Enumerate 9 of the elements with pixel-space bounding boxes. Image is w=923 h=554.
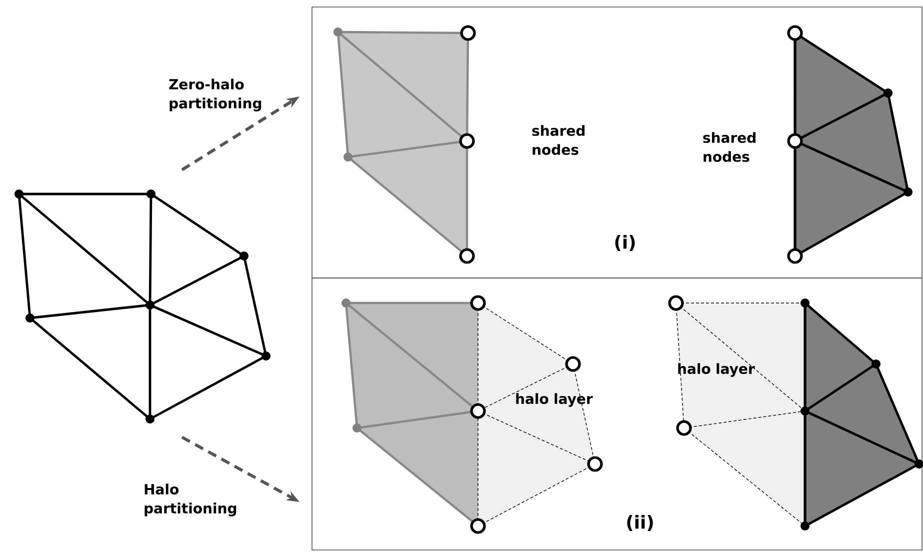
annotation-label: halo layer (516, 393, 593, 407)
annotation-label: shared nodes (532, 125, 585, 155)
panel-label: (ii) (627, 514, 653, 532)
edge-label: Halo partitioning (144, 484, 236, 516)
panel-label: (i) (615, 234, 635, 252)
annotation-label: halo layer (678, 363, 755, 377)
annotation-label: shared nodes (703, 132, 756, 162)
edge-label: Zero-halo partitioning (169, 78, 262, 112)
mesh-drawing (14, 190, 270, 424)
